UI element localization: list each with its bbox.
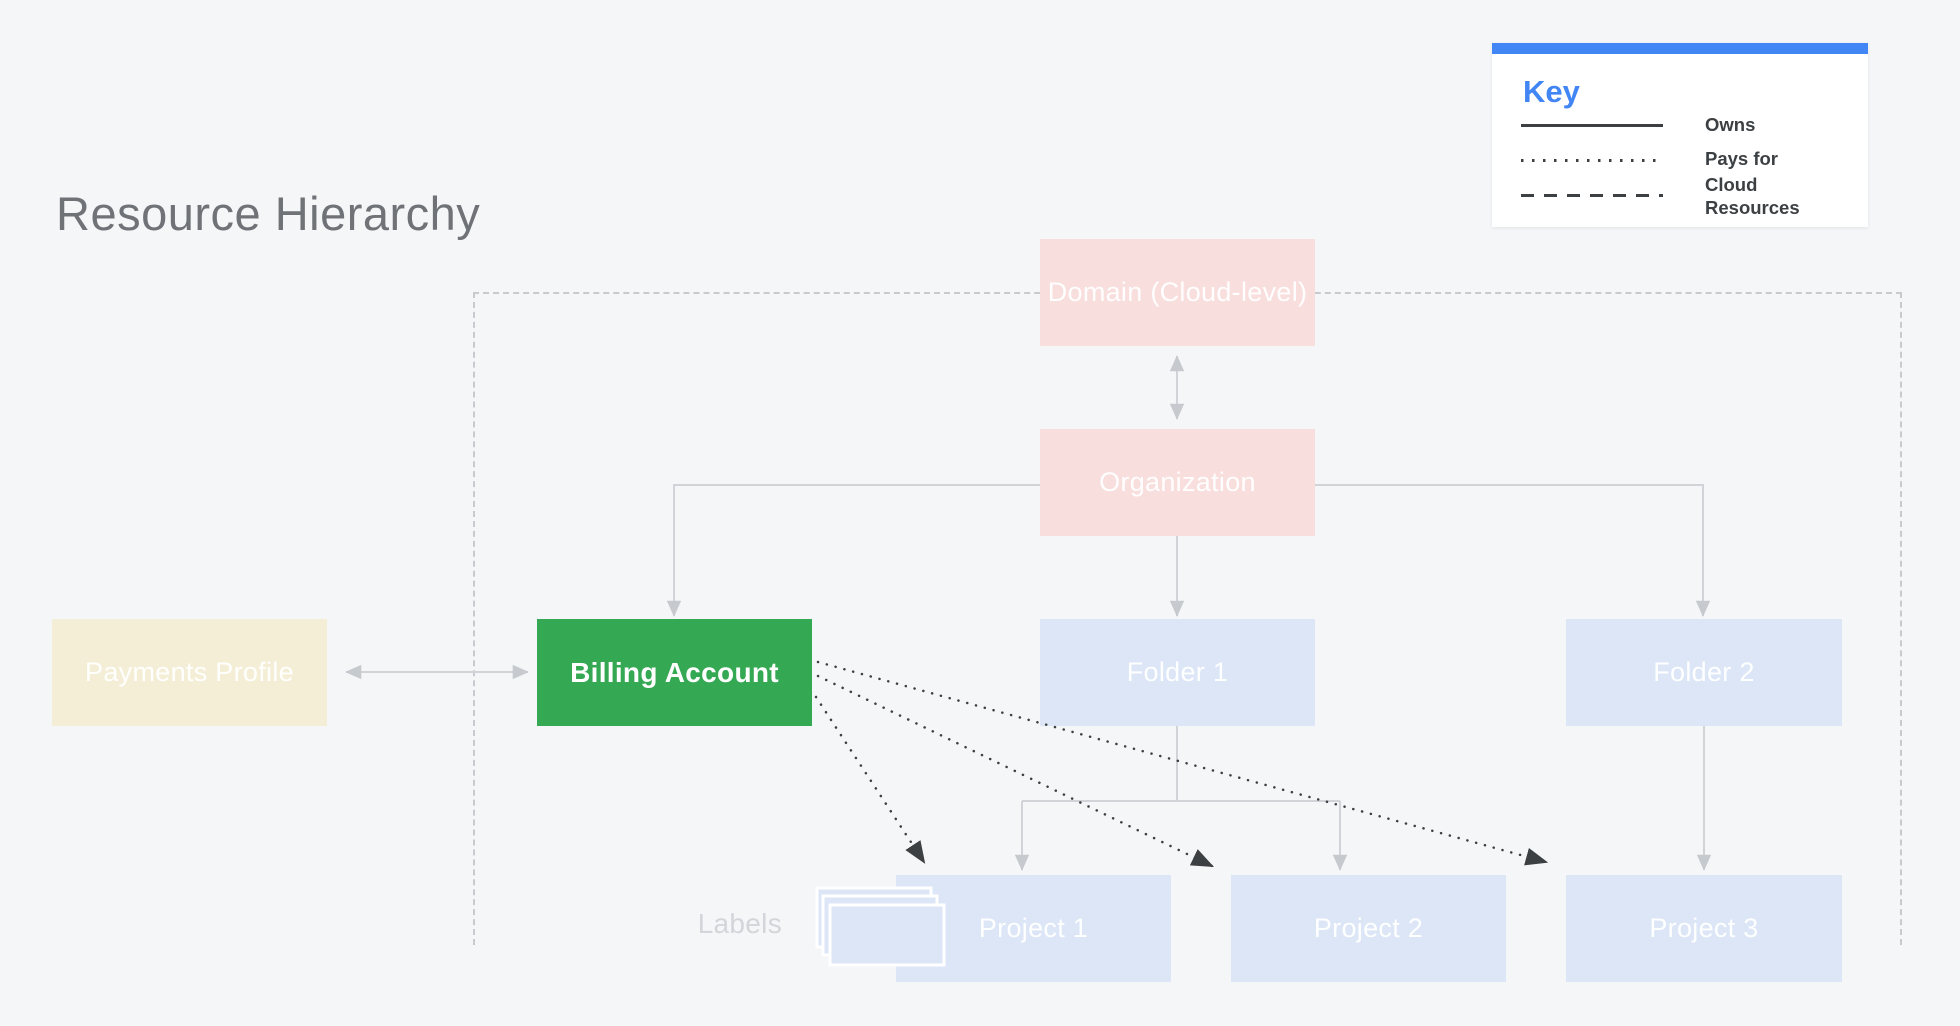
node-payments-profile: Payments Profile — [52, 619, 327, 726]
node-folder-1: Folder 1 — [1040, 619, 1315, 726]
pays-for-line-sample — [1521, 159, 1663, 162]
legend-title: Key — [1523, 74, 1580, 109]
legend-label-cloud-resources: Cloud Resources — [1705, 174, 1800, 218]
legend-card: Key Owns Pays for Cloud Resources — [1492, 43, 1868, 227]
node-project-2: Project 2 — [1231, 875, 1506, 982]
labels-stacked-cards-icon — [815, 886, 946, 967]
owns-line-sample — [1521, 124, 1663, 127]
legend-label-pays-for: Pays for — [1705, 148, 1779, 169]
node-project-3: Project 3 — [1566, 875, 1842, 982]
node-billing-account: Billing Account — [537, 619, 812, 726]
page-title: Resource Hierarchy — [56, 187, 481, 240]
node-organization: Organization — [1040, 429, 1315, 536]
node-folder-2: Folder 2 — [1566, 619, 1842, 726]
cloud-resources-line-sample — [1521, 194, 1663, 197]
labels-caption: Labels — [697, 908, 782, 939]
node-domain: Domain (Cloud-level) — [1040, 239, 1315, 346]
legend-label-owns: Owns — [1705, 114, 1756, 135]
legend-accent-bar — [1492, 43, 1868, 54]
